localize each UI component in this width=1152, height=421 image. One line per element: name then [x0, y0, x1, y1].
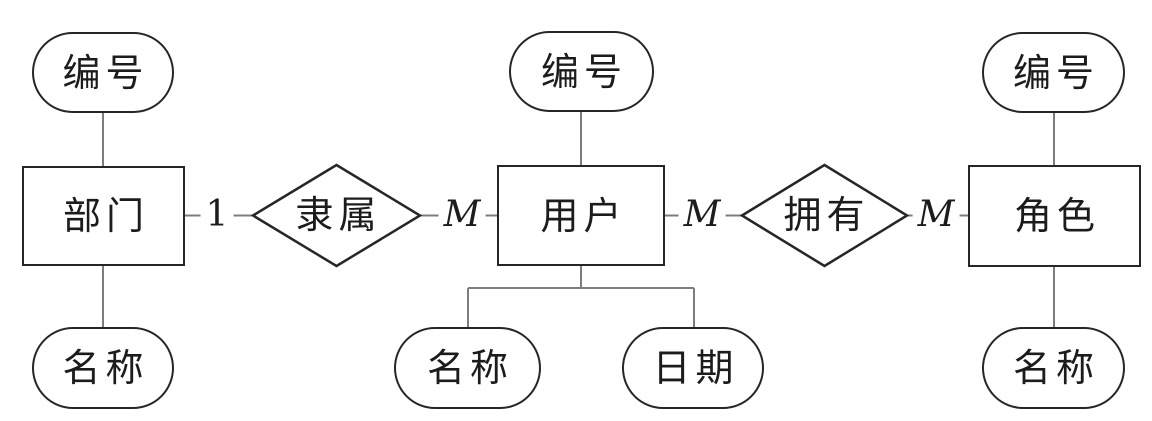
relationship-label-owns: 拥有 — [783, 193, 870, 237]
cardinality-label-owns-left: M — [678, 197, 726, 233]
attribute-label: 名称 — [62, 346, 149, 390]
cardinality-label-owns-right: M — [912, 197, 960, 233]
entity-rect-department: 部门 — [22, 166, 185, 266]
attribute-oval-role-name: 名称 — [982, 327, 1125, 409]
attribute-label: 编号 — [62, 50, 149, 95]
attribute-oval-department-name: 名称 — [32, 327, 174, 409]
entity-rect-user: 用户 — [497, 165, 665, 266]
attribute-oval-role-id: 编号 — [982, 32, 1125, 113]
relationship-diamond-belongs — [250, 163, 423, 268]
attribute-label: 编号 — [540, 49, 627, 94]
attribute-label: 名称 — [1012, 346, 1099, 390]
attribute-oval-user-date: 日期 — [622, 327, 764, 409]
attribute-oval-department-id: 编号 — [32, 32, 174, 113]
entity-rect-role: 角色 — [968, 165, 1141, 267]
attribute-label: 名称 — [426, 346, 513, 390]
cardinality-label-belongs-right: M — [438, 197, 486, 233]
entity-label: 用户 — [540, 193, 627, 238]
entity-label: 部门 — [62, 194, 149, 238]
attribute-label: 日期 — [652, 346, 739, 390]
relationship-diamond-owns — [739, 163, 910, 268]
entity-label: 角色 — [1013, 194, 1100, 238]
relationship-label-belongs: 隶属 — [295, 193, 382, 237]
cardinality-label-belongs-left: 1 — [200, 197, 234, 233]
attribute-oval-user-name: 名称 — [394, 327, 541, 409]
attribute-label: 编号 — [1012, 50, 1099, 95]
attribute-oval-user-id: 编号 — [509, 31, 654, 112]
